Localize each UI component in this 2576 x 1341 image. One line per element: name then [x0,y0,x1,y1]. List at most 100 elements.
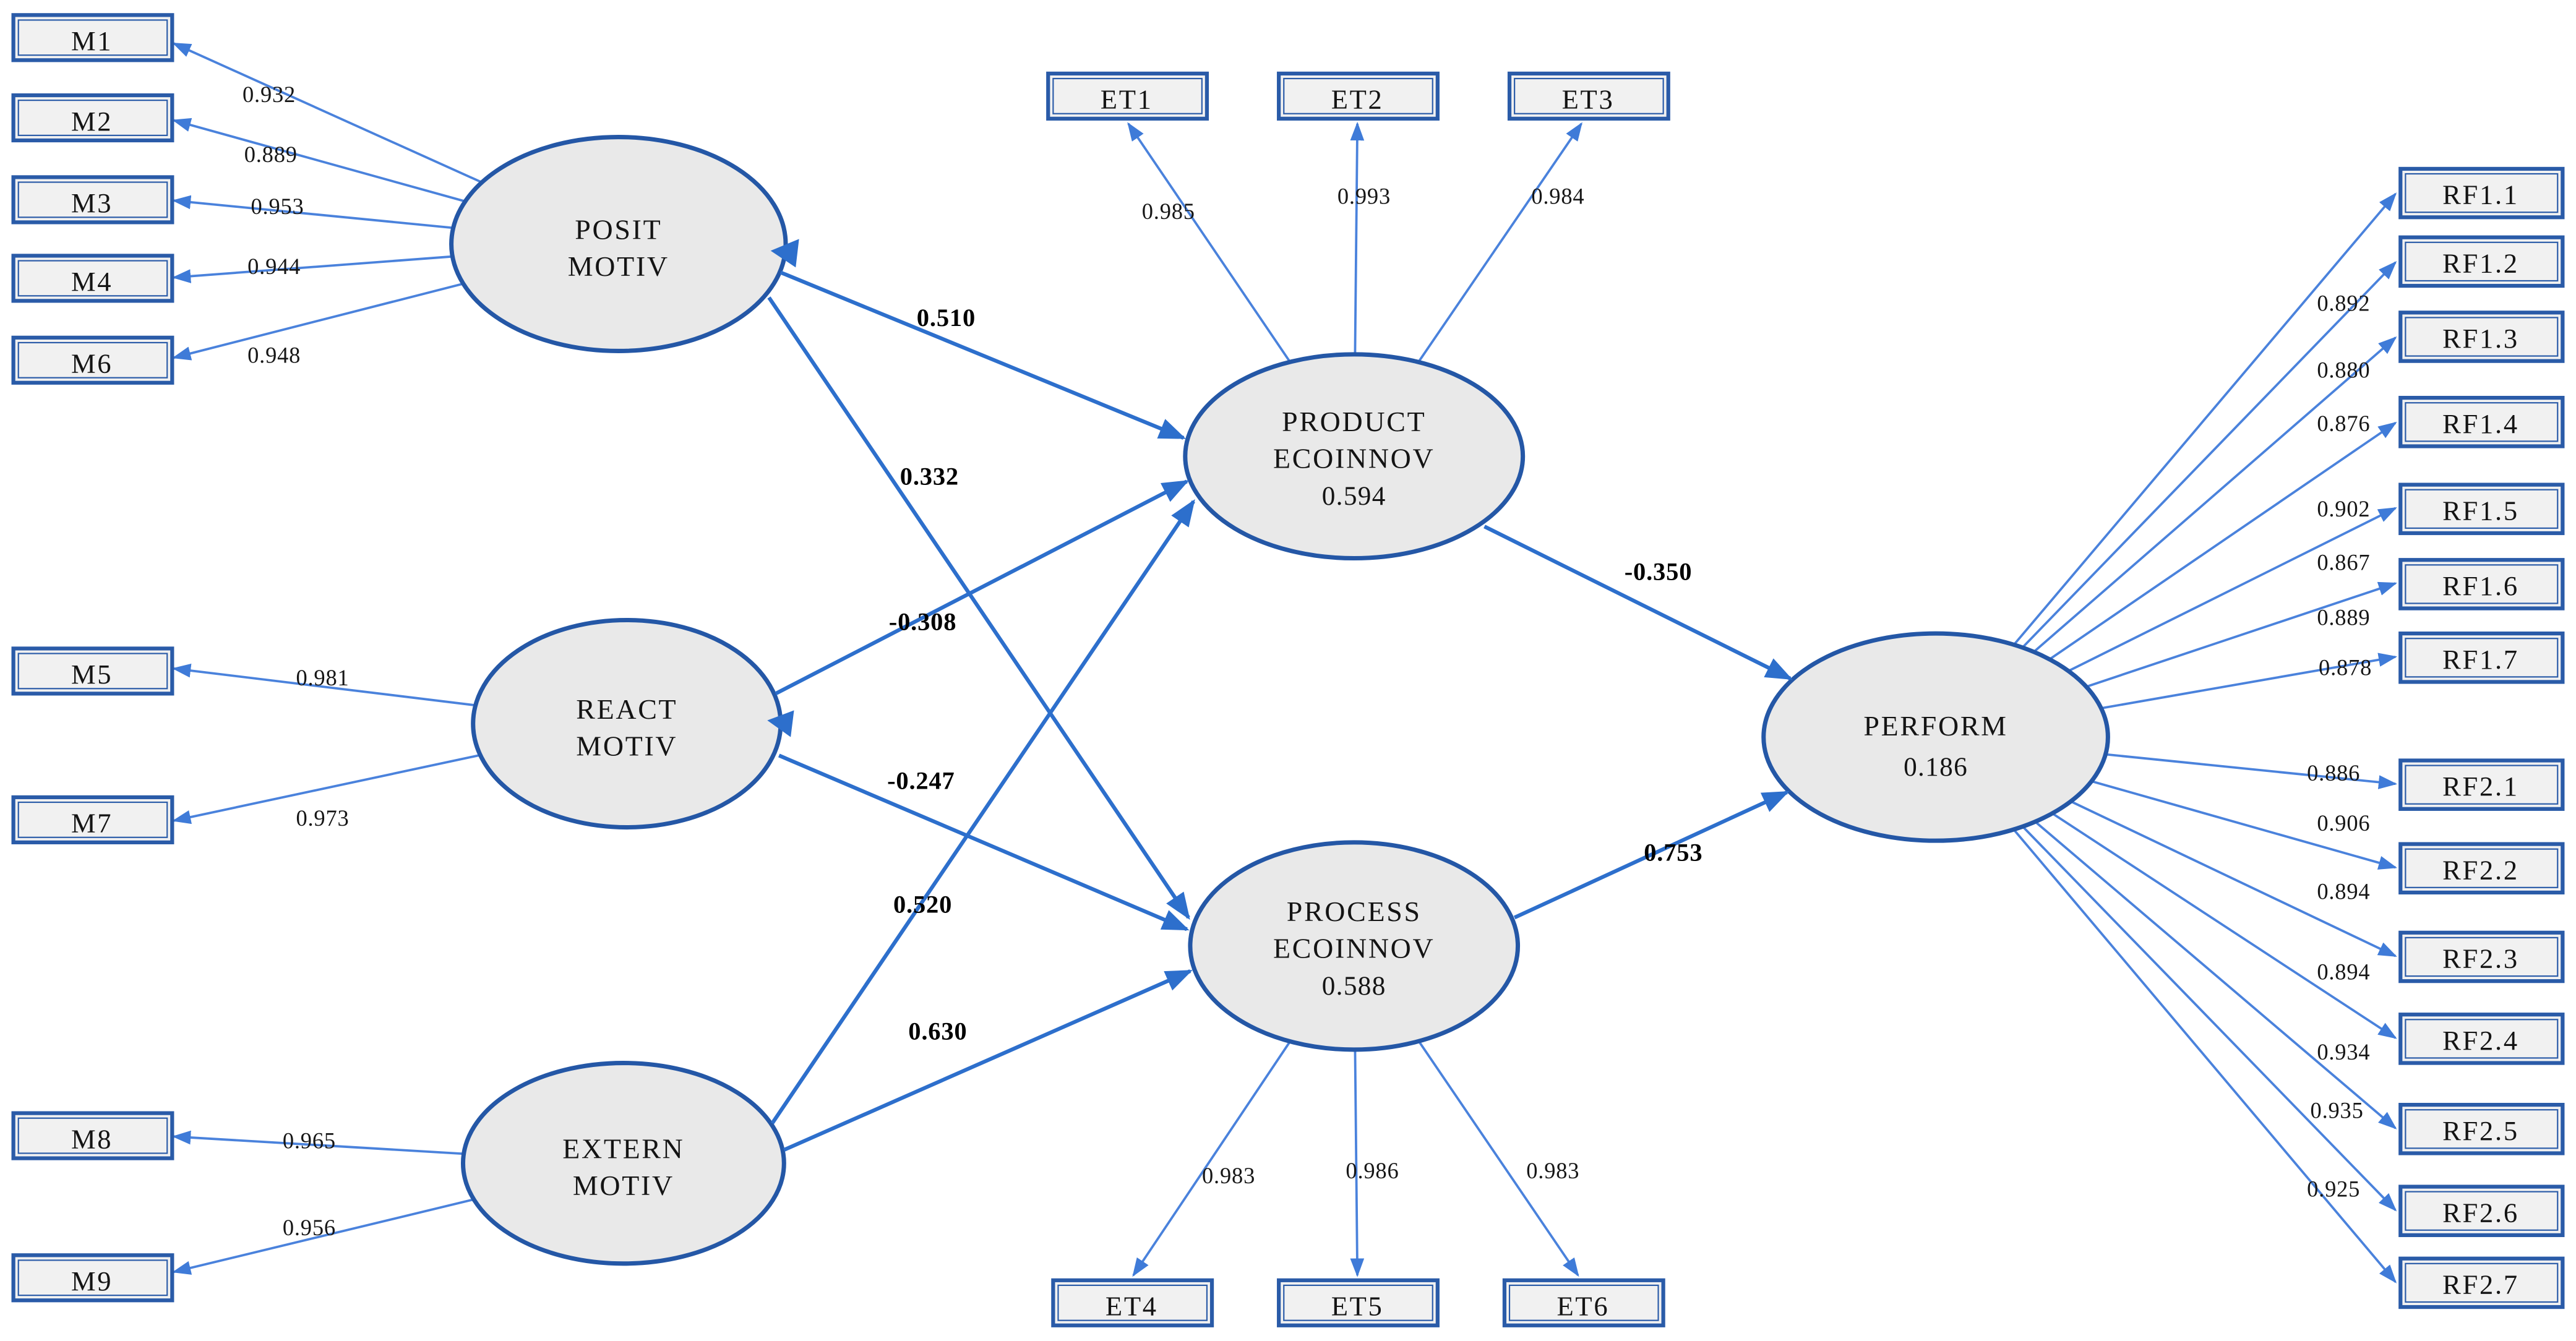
et1-label: ET1 [1101,84,1153,115]
loading-rf2-5: 0.934 [2317,1040,2370,1065]
m2-label: M2 [71,106,113,137]
rf1-4-box-inner [2405,402,2559,442]
path-coefficient-process-to-perform: 0.753 [1644,839,1702,867]
indicator-box-rf2-7: RF2.7 [2398,1256,2565,1309]
m4-box-inner [17,260,168,297]
indicator-box-rf2-1: RF2.1 [2398,758,2565,811]
loading-et4: 0.983 [1202,1163,1255,1188]
arrow-process-to-perform [1513,790,1790,920]
m3-box [11,175,174,225]
loading-et1: 0.985 [1142,199,1195,224]
indicator-box-rf1-3: RF1.3 [2398,311,2565,363]
product-ecoinnov-r2-value: 0.594 [1322,481,1386,511]
path-coefficient-react-to-product: -0.308 [889,608,957,636]
arrow-react-to-process [778,753,1190,932]
m1-box-inner [17,19,168,56]
m4-box [11,254,174,303]
m7-label: M7 [71,808,113,839]
process-ecoinnov-r2-value: 0.588 [1322,971,1386,1001]
rf2-3-box [2398,930,2565,983]
path-coefficient-posit-to-process: 0.332 [900,463,959,491]
m5-box-inner [17,653,168,690]
indicator-box-rf1-7: RF1.7 [2398,632,2565,684]
indicator-box-m2: M2 [11,93,174,143]
et2-box [1277,71,1440,121]
m3-label: M3 [71,187,113,218]
rf1-2-label: RF1.2 [2442,247,2519,278]
rf1-5-box [2398,482,2565,536]
arrow-extern-to-process [783,969,1193,1152]
indicator-box-et1: ET1 [1046,71,1209,121]
rf2-5-box-inner [2405,1109,2559,1149]
et5-label: ET5 [1331,1291,1384,1322]
path-coefficient-posit-to-product: 0.510 [917,304,976,332]
latent-process-ecoinnov: PROCESS ECOINNOV 0.588 [1188,840,1521,1052]
rf2-4-label: RF2.4 [2442,1025,2519,1056]
rf1-2-box [2398,235,2565,288]
indicator-box-et2: ET2 [1277,71,1440,121]
rf2-1-box-inner [2405,765,2559,805]
arrow-posit-to-process [767,296,1190,920]
m8-box [11,1111,174,1160]
loading-rf2-6: 0.935 [2311,1099,2364,1123]
loading-rf2-2: 0.906 [2317,811,2370,836]
et6-box [1502,1278,1665,1327]
stray-arrowhead-react-edge [767,710,794,737]
react-motiv-label-line2: MOTIV [576,730,677,761]
rf2-2-label: RF2.2 [2442,854,2519,885]
rf2-6-box-inner [2405,1191,2559,1231]
loading-rf1-1: 0.892 [2317,291,2370,316]
rf2-7-label: RF2.7 [2442,1269,2519,1300]
rf2-6-box [2398,1185,2565,1237]
loading-rf1-6: 0.889 [2317,606,2370,630]
indicator-box-et5: ET5 [1277,1278,1440,1327]
indicator-box-rf1-2: RF1.2 [2398,235,2565,288]
rf1-1-label: RF1.1 [2442,179,2519,210]
loading-m6: 0.948 [247,343,301,367]
rf2-2-box-inner [2405,848,2559,888]
m9-label: M9 [71,1266,113,1296]
perform-r2-value: 0.186 [1904,752,1968,782]
latent-perform: PERFORM 0.186 [1761,631,2110,843]
indicator-box-et4: ET4 [1051,1278,1214,1327]
indicator-box-m5: M5 [11,646,174,696]
m3-box-inner [17,181,168,218]
indicator-box-rf1-1: RF1.1 [2398,166,2565,220]
latent-posit-motiv: POSIT MOTIV [449,135,788,353]
rf1-6-label: RF1.6 [2442,570,2519,601]
loading-et6: 0.983 [1526,1159,1579,1183]
rf1-1-box [2398,166,2565,220]
rf2-5-label: RF2.5 [2442,1115,2519,1146]
loading-m7: 0.973 [296,806,349,831]
rf2-1-box [2398,758,2565,811]
path-coefficient-extern-to-product: 0.520 [893,890,952,918]
loading-et3: 0.984 [1531,184,1584,209]
m2-box [11,93,174,143]
extern-motiv-label-line2: MOTIV [573,1170,674,1201]
loading-rf1-2: 0.880 [2317,358,2370,383]
loading-m3: 0.953 [251,194,304,219]
et1-box [1046,71,1209,121]
arrow-extern-to-product [770,499,1195,1125]
arrow-posit-to-product [779,270,1187,440]
react-motiv-label-line1: REACT [576,693,677,725]
latent-product-ecoinnov: PRODUCT ECOINNOV 0.594 [1183,352,1526,561]
indicator-box-rf1-5: RF1.5 [2398,482,2565,536]
loading-rf1-5: 0.867 [2317,550,2370,575]
extern-motiv-ellipse [460,1061,786,1266]
et4-box [1051,1278,1214,1327]
loading-rf2-3: 0.894 [2317,880,2370,904]
m2-box-inner [17,100,168,136]
loading-rf2-4: 0.894 [2317,959,2370,984]
rf2-4-box-inner [2405,1019,2559,1059]
et5-box [1277,1278,1440,1327]
indicator-box-m3: M3 [11,175,174,225]
m1-label: M1 [71,25,113,56]
m8-label: M8 [71,1123,113,1154]
m1-box [11,13,174,62]
indicator-box-m8: M8 [11,1111,174,1160]
m5-label: M5 [71,659,113,690]
loading-m9: 0.956 [283,1215,336,1240]
